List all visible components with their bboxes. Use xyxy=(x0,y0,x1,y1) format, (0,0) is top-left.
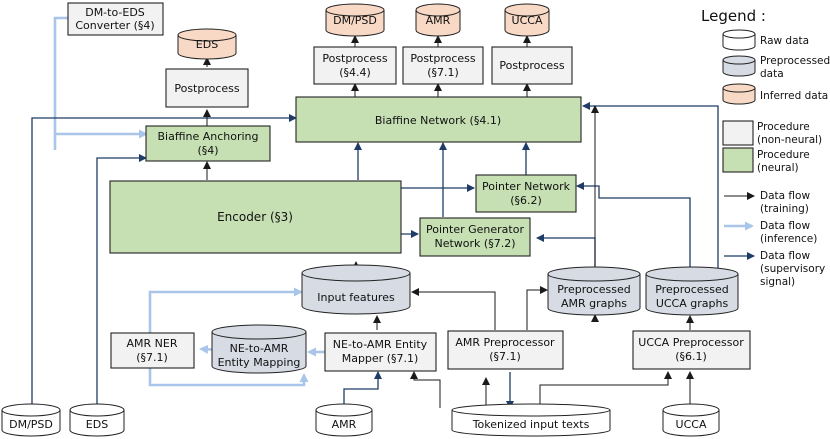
svg-text:(§7.1): (§7.1) xyxy=(427,66,459,79)
ucca-output-cylinder: UCCA xyxy=(504,3,550,37)
svg-text:Preprocessed: Preprocessed xyxy=(760,55,830,67)
pointer-network-box: Pointer Network (§6.2) xyxy=(475,174,577,213)
svg-text:Input features: Input features xyxy=(317,291,395,304)
svg-text:AMR Preprocessor: AMR Preprocessor xyxy=(455,336,555,349)
svg-text:Preprocessed: Preprocessed xyxy=(655,283,729,296)
svg-text:(neural): (neural) xyxy=(757,162,799,174)
tokenized-input-texts-cylinder: Tokenized input texts xyxy=(451,403,611,437)
svg-text:EDS: EDS xyxy=(196,38,218,51)
biaffine-network-box: Biaffine Network (§4.1) xyxy=(295,96,582,143)
svg-text:data: data xyxy=(760,68,784,80)
svg-text:EDS: EDS xyxy=(86,418,108,431)
svg-text:Biaffine Anchoring: Biaffine Anchoring xyxy=(158,130,259,143)
encoder-box: Encoder (§3) xyxy=(109,180,402,254)
svg-text:(training): (training) xyxy=(760,203,809,215)
svg-text:Postprocess: Postprocess xyxy=(174,82,240,95)
pointer-generator-network-box: Pointer Generator Network (§7.2) xyxy=(419,217,531,257)
dm-psd-output-cylinder: DM/PSD xyxy=(325,3,385,37)
svg-text:Postprocess: Postprocess xyxy=(410,52,476,65)
legend-raw-data: Raw data xyxy=(722,29,809,51)
postprocess-4-4-box: Postprocess (§4.4) xyxy=(313,46,397,85)
svg-text:(§7.1): (§7.1) xyxy=(136,351,168,364)
svg-text:Network (§7.2): Network (§7.2) xyxy=(434,237,515,250)
svg-text:Entity Mapping: Entity Mapping xyxy=(218,356,301,369)
legend-procedure-neural: Procedure (neural) xyxy=(722,147,810,174)
svg-text:(non-neural): (non-neural) xyxy=(757,134,822,146)
dm-to-eds-converter: DM-to-EDS Converter (§4) xyxy=(67,2,164,36)
svg-text:UCCA: UCCA xyxy=(676,418,707,431)
ne-to-amr-entity-mapping-cylinder: NE-to-AMR Entity Mapping xyxy=(211,324,307,374)
legend-title: Legend : xyxy=(701,7,766,25)
amr-input-cylinder: AMR xyxy=(315,403,373,437)
biaffine-anchoring-box: Biaffine Anchoring (§4) xyxy=(145,125,271,162)
svg-text:(inference): (inference) xyxy=(760,233,817,245)
svg-text:Encoder (§3): Encoder (§3) xyxy=(217,210,293,224)
legend-preprocessed-data: Preprocessed data xyxy=(722,55,830,80)
svg-text:Preprocessed: Preprocessed xyxy=(557,283,631,296)
legend-procedure-nonneural: Procedure (non-neural) xyxy=(722,120,822,146)
svg-text:Data flow: Data flow xyxy=(760,190,810,202)
amr-preprocessor-box: AMR Preprocessor (§7.1) xyxy=(447,330,564,370)
svg-text:Postprocess: Postprocess xyxy=(499,59,565,72)
svg-text:Mapper (§7.1): Mapper (§7.1) xyxy=(342,352,419,365)
svg-text:DM/PSD: DM/PSD xyxy=(9,418,53,431)
svg-text:AMR NER: AMR NER xyxy=(127,337,178,350)
supervisory-flows xyxy=(31,102,719,409)
svg-text:(§6.1): (§6.1) xyxy=(675,350,707,363)
svg-text:Procedure: Procedure xyxy=(757,149,810,161)
dm-psd-input-cylinder: DM/PSD xyxy=(1,403,61,437)
svg-text:AMR graphs: AMR graphs xyxy=(561,297,627,310)
svg-text:AMR: AMR xyxy=(426,14,451,27)
svg-text:(supervisory: (supervisory xyxy=(760,263,825,275)
svg-text:NE-to-AMR: NE-to-AMR xyxy=(230,342,289,355)
legend: Legend : Raw data Preprocessed data Infe… xyxy=(701,7,830,288)
postprocess-7-1-box: Postprocess (§7.1) xyxy=(402,46,484,85)
svg-text:Tokenized input texts: Tokenized input texts xyxy=(472,418,590,431)
svg-text:Converter (§4): Converter (§4) xyxy=(75,19,154,32)
svg-text:Pointer Network: Pointer Network xyxy=(482,180,571,193)
svg-text:(§4): (§4) xyxy=(197,144,218,157)
ucca-input-cylinder: UCCA xyxy=(662,403,720,437)
postprocess-eds-box: Postprocess xyxy=(165,68,249,108)
svg-text:Pointer Generator: Pointer Generator xyxy=(426,223,524,236)
svg-text:Postprocess: Postprocess xyxy=(322,52,388,65)
training-flows xyxy=(203,35,694,408)
svg-text:signal): signal) xyxy=(760,276,795,288)
legend-inferred-data: Inferred data xyxy=(722,83,828,105)
svg-text:UCCA graphs: UCCA graphs xyxy=(656,297,729,310)
eds-input-cylinder: EDS xyxy=(69,403,125,437)
svg-text:UCCA: UCCA xyxy=(512,14,543,27)
svg-text:(§7.1): (§7.1) xyxy=(489,350,521,363)
postprocess-ucca-box: Postprocess xyxy=(491,46,573,85)
svg-text:DM-to-EDS: DM-to-EDS xyxy=(85,6,145,19)
svg-text:UCCA Preprocessor: UCCA Preprocessor xyxy=(638,336,744,349)
eds-output-cylinder: EDS xyxy=(177,28,237,60)
amr-ner-box: AMR NER (§7.1) xyxy=(110,332,195,369)
svg-text:Raw data: Raw data xyxy=(760,35,809,47)
svg-text:(§6.2): (§6.2) xyxy=(510,194,542,207)
svg-text:DM/PSD: DM/PSD xyxy=(333,14,377,27)
svg-text:Data flow: Data flow xyxy=(760,250,810,262)
svg-text:NE-to-AMR Entity: NE-to-AMR Entity xyxy=(333,338,428,351)
svg-text:Biaffine Network (§4.1): Biaffine Network (§4.1) xyxy=(375,114,501,127)
ucca-preprocessor-box: UCCA Preprocessor (§6.1) xyxy=(632,330,751,370)
svg-text:(§4.4): (§4.4) xyxy=(339,66,371,79)
legend-flow-inference: Data flow (inference) xyxy=(724,220,817,245)
svg-text:Data flow: Data flow xyxy=(760,220,810,232)
svg-text:Inferred data: Inferred data xyxy=(760,90,828,102)
input-features-cylinder: Input features xyxy=(301,264,411,315)
amr-output-cylinder: AMR xyxy=(415,3,461,37)
ne-to-amr-entity-mapper-box: NE-to-AMR Entity Mapper (§7.1) xyxy=(324,332,437,372)
svg-text:Procedure: Procedure xyxy=(757,121,810,133)
preprocessed-ucca-graphs-cylinder: Preprocessed UCCA graphs xyxy=(645,266,739,316)
legend-flow-supervisory: Data flow (supervisory signal) xyxy=(724,250,825,288)
legend-flow-training: Data flow (training) xyxy=(724,190,810,215)
preprocessed-amr-graphs-cylinder: Preprocessed AMR graphs xyxy=(547,266,641,316)
svg-text:AMR: AMR xyxy=(332,418,357,431)
